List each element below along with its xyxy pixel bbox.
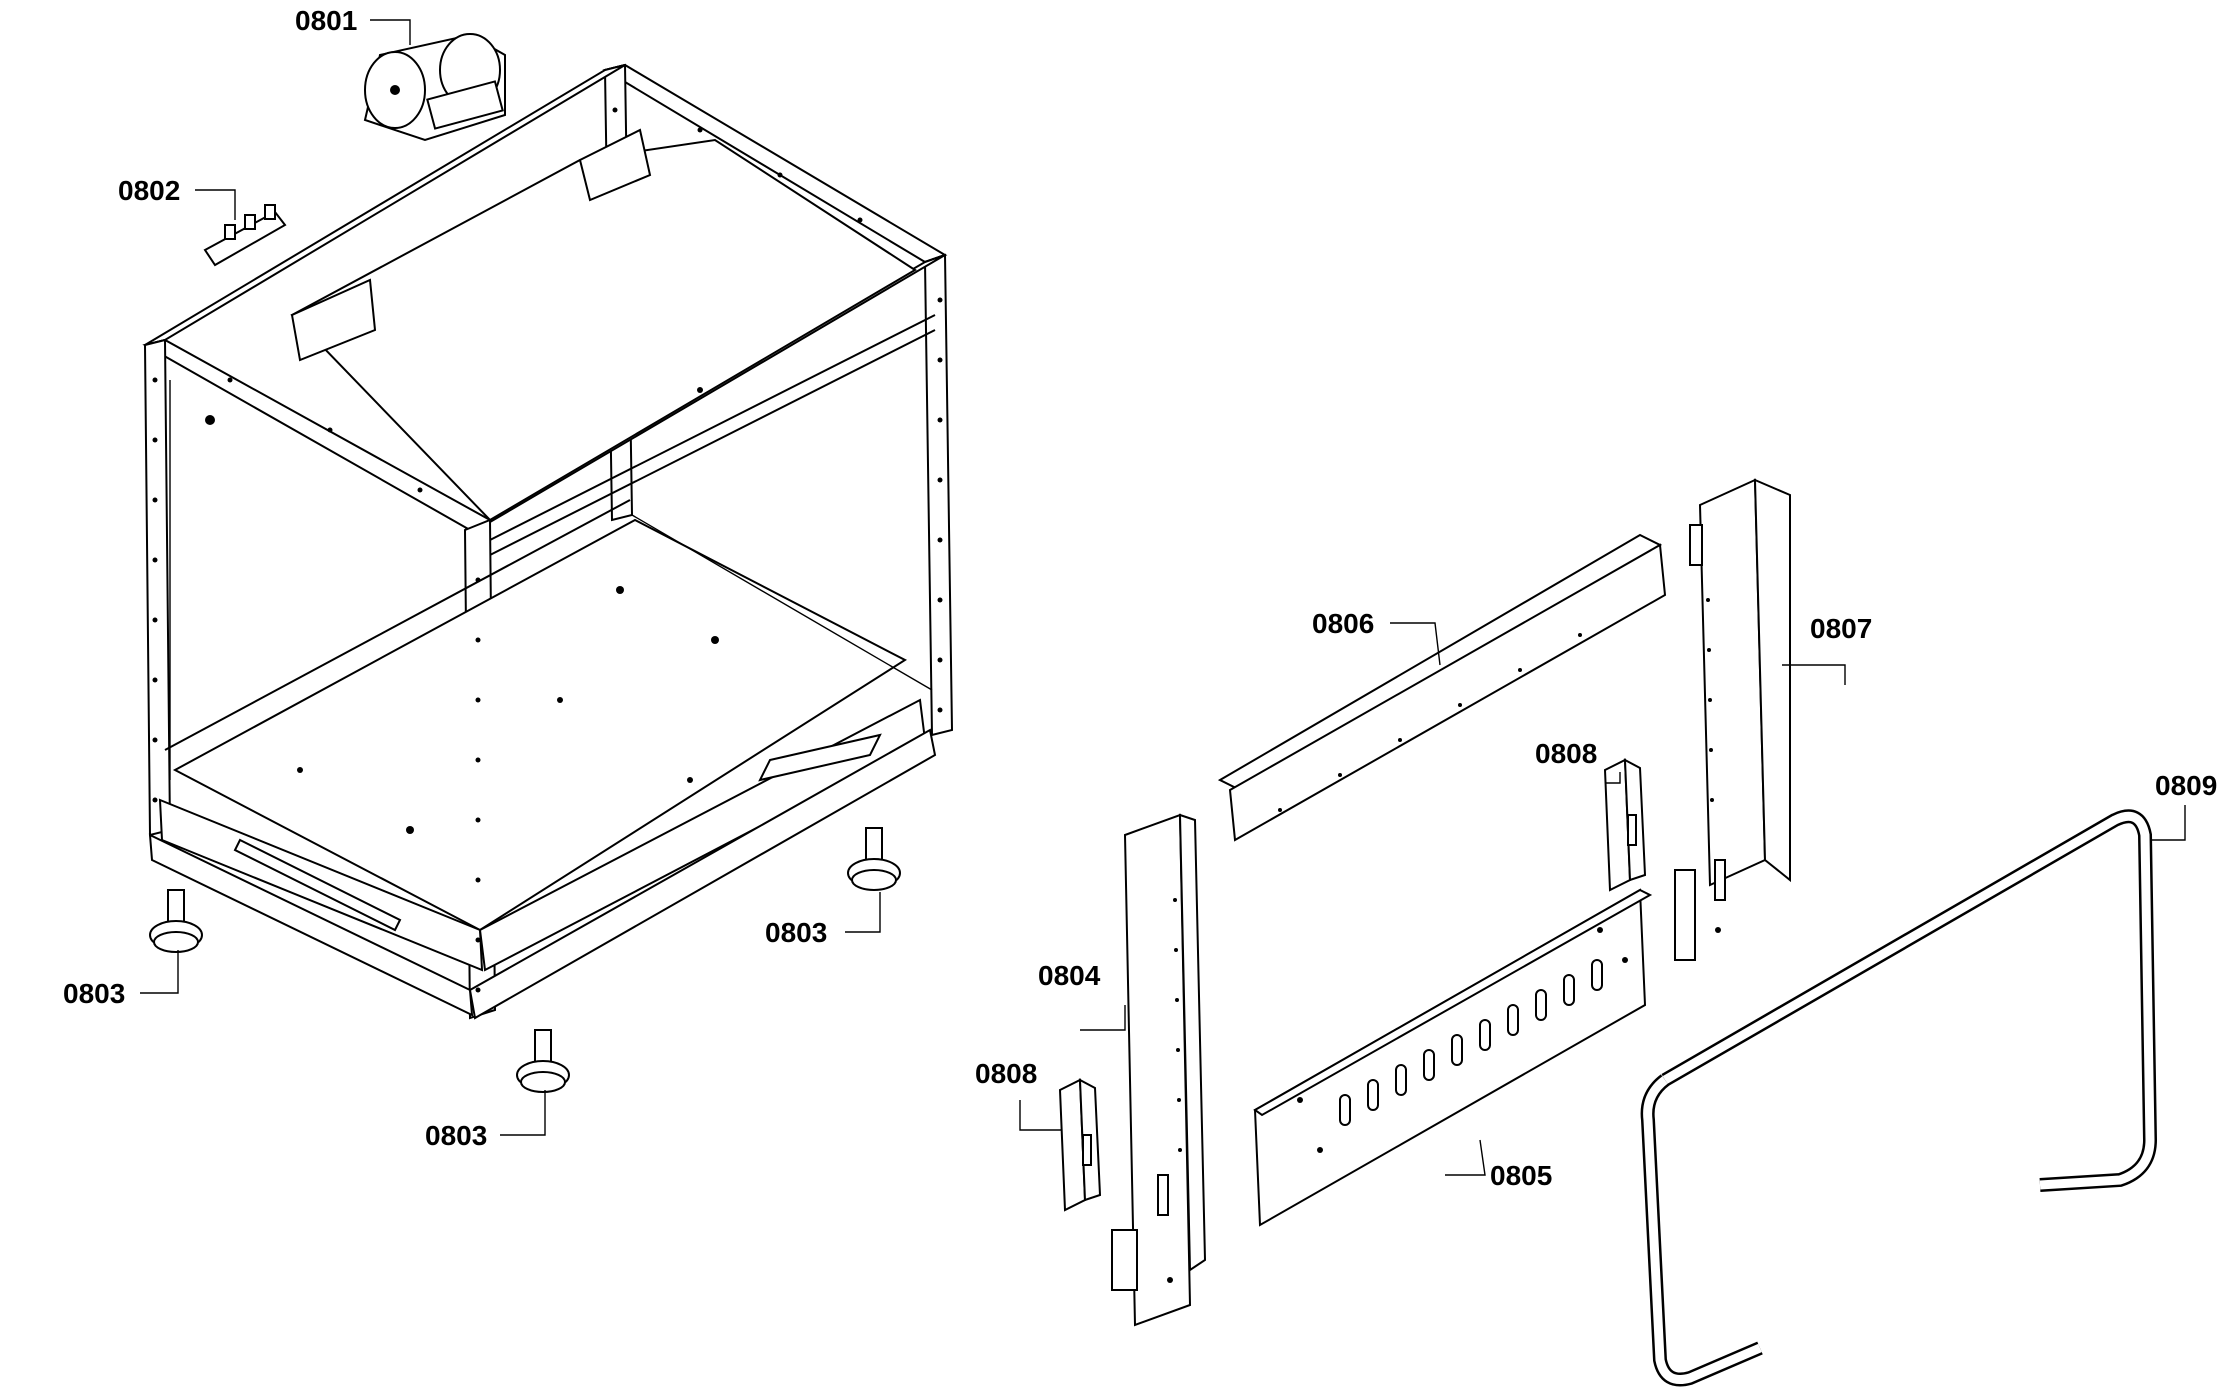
part-0801-motor — [363, 33, 506, 142]
callout-0806: 0806 — [1312, 608, 1374, 639]
part-0809-handle-bar — [1640, 809, 2158, 1387]
callout-0808: 0808 — [1535, 738, 1597, 769]
part-0803-foot-a — [149, 889, 203, 953]
callout-leaders — [140, 19, 2186, 1176]
callout-0802: 0802 — [118, 175, 180, 206]
callout-0801: 0801 — [295, 5, 357, 36]
callout-0807: 0807 — [1810, 613, 1872, 644]
part-0803-foot-c — [847, 827, 901, 891]
callout-0803: 0803 — [63, 978, 125, 1009]
part-0803-foot-b — [516, 1029, 570, 1093]
part-0804-side-rail — [1111, 813, 1207, 1327]
callout-0803: 0803 — [765, 917, 827, 948]
callout-0804: 0804 — [1038, 960, 1101, 991]
part-0808-bracket-b — [1058, 1078, 1102, 1212]
part-0805-vented-panel — [1253, 888, 1653, 1227]
cabinet-frame — [142, 63, 954, 1020]
callout-0805: 0805 — [1490, 1160, 1552, 1191]
callout-0809: 0809 — [2155, 770, 2217, 801]
callout-0808: 0808 — [975, 1058, 1037, 1089]
part-0806-top-rail — [1217, 533, 1667, 842]
part-0807-side-rail — [1674, 478, 1791, 961]
callout-0803: 0803 — [425, 1120, 487, 1151]
part-0802-terminal-block — [203, 204, 287, 267]
part-0808-bracket-a — [1603, 758, 1647, 892]
